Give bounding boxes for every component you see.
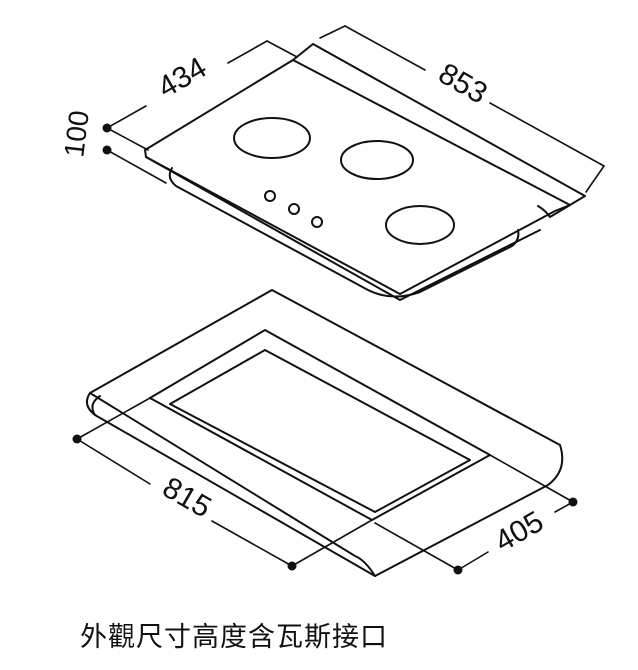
knob-icon xyxy=(311,216,323,228)
caption-text: 外觀尺寸高度含瓦斯接口 xyxy=(80,622,388,653)
counter-outer-bevel xyxy=(91,395,101,416)
dimension-line-width xyxy=(319,25,605,193)
burner-right-icon xyxy=(385,205,455,245)
endpoint-dot xyxy=(453,565,463,575)
cutout-inner xyxy=(169,349,471,513)
label-hob-width: 853 xyxy=(433,57,493,111)
counter-outline xyxy=(89,289,564,577)
label-hob-depth: 434 xyxy=(152,51,212,105)
hob-basin xyxy=(168,167,520,298)
dimension-line-height xyxy=(106,149,167,184)
label-cutout-depth: 405 xyxy=(489,505,549,559)
hob-rear-trim xyxy=(292,43,586,218)
endpoint-dot xyxy=(287,561,297,571)
endpoint-dot xyxy=(568,497,578,507)
burner-middle-icon xyxy=(340,140,414,180)
burner-left-icon xyxy=(233,117,311,159)
endpoint-dot xyxy=(102,123,112,133)
label-hob-height: 100 xyxy=(58,109,94,159)
dimension-endpoints xyxy=(72,123,578,575)
dimension-line-cutout-depth xyxy=(374,454,574,571)
dimension-line-depth xyxy=(106,40,298,151)
hob-front-edge xyxy=(145,156,541,301)
counter-thickness xyxy=(85,392,376,577)
endpoint-dot xyxy=(102,145,112,155)
knob-icon xyxy=(264,190,276,202)
knob-icon xyxy=(288,203,300,215)
endpoint-dot xyxy=(72,434,82,444)
hob-drawing xyxy=(144,43,586,301)
dimension-line-cutout-width xyxy=(76,397,373,567)
